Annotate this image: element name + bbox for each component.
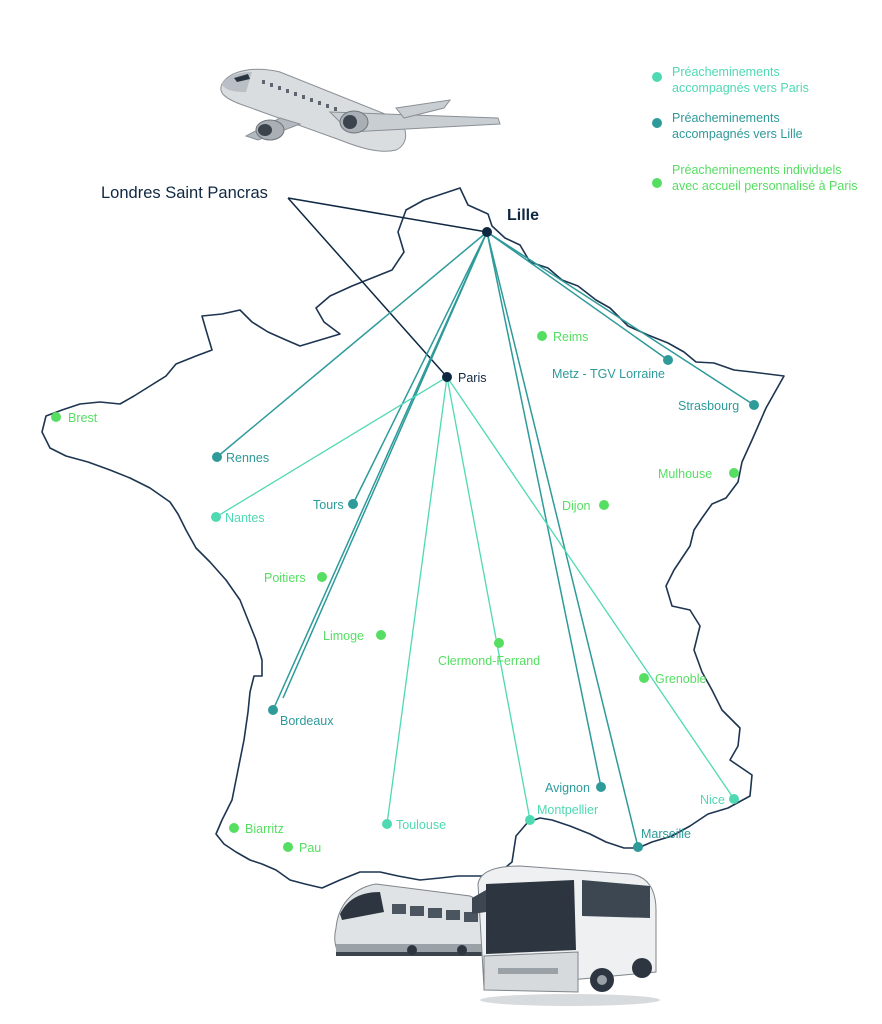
london-routes	[287, 197, 488, 378]
legend-dot-lille	[652, 118, 662, 128]
airplane-icon	[220, 68, 501, 152]
lille-routes	[216, 231, 755, 848]
toulouse-label: Toulouse	[396, 818, 446, 832]
legend-text-individual: Préacheminements individuels avec accuei…	[672, 163, 858, 193]
tours-label: Tours	[313, 498, 344, 512]
route-lille-metz	[486, 231, 669, 361]
montpellier-dot	[525, 815, 535, 825]
reims-label: Reims	[553, 330, 588, 344]
city-dots	[51, 331, 759, 852]
legend-dot-individual	[652, 178, 662, 188]
lille-label: Lille	[507, 207, 539, 224]
reims-dot	[537, 331, 547, 341]
toulouse-dot	[382, 819, 392, 829]
strasbourg-dot	[749, 400, 759, 410]
tours-dot	[348, 499, 358, 509]
poitiers-label: Poitiers	[264, 571, 306, 585]
route-paris-nice	[446, 376, 735, 800]
legend-text-paris: Préacheminements accompagnés vers Paris	[672, 65, 809, 95]
limoge-dot	[376, 630, 386, 640]
brest-dot	[51, 412, 61, 422]
route-london-paris	[287, 197, 448, 378]
dijon-dot	[599, 500, 609, 510]
poitiers-dot	[317, 572, 327, 582]
legend-item-paris: Préacheminements accompagnés vers Paris	[650, 64, 860, 96]
bordeaux-label: Bordeaux	[280, 714, 334, 728]
route-paris-toulouse	[386, 376, 448, 825]
pau-label: Pau	[299, 841, 321, 855]
paris-routes	[215, 376, 735, 825]
route-lille-marseille	[486, 231, 639, 848]
grenoble-dot	[639, 673, 649, 683]
strasbourg-label: Strasbourg	[678, 399, 739, 413]
train-icon	[334, 883, 501, 956]
rennes-label: Rennes	[226, 451, 269, 465]
bordeaux-dot	[268, 705, 278, 715]
legend-dot-paris	[652, 72, 662, 82]
route-paris-montpellier	[446, 376, 531, 821]
paris-dot	[442, 372, 452, 382]
marseille-dot	[633, 842, 643, 852]
nice-dot	[729, 794, 739, 804]
paris-label: Paris	[458, 371, 486, 385]
france-outline	[41, 187, 785, 889]
route-paris-nantes	[215, 376, 448, 518]
rennes-dot	[212, 452, 222, 462]
legend-item-individual: Préacheminements individuels avec accuei…	[650, 162, 860, 194]
avignon-dot	[596, 782, 606, 792]
london-label: Londres Saint Pancras	[101, 184, 268, 202]
biarritz-label: Biarritz	[245, 822, 284, 836]
metz-label: Metz - TGV Lorraine	[552, 367, 665, 381]
route-lille-bordeaux-2	[282, 231, 488, 699]
metz-dot	[663, 355, 673, 365]
route-lille-strasbourg	[486, 231, 755, 406]
legend-text-lille: Préacheminements accompagnés vers Lille	[672, 111, 803, 141]
mulhouse-dot	[729, 468, 739, 478]
pau-dot	[283, 842, 293, 852]
brest-label: Brest	[68, 411, 98, 425]
nice-label: Nice	[700, 793, 725, 807]
nantes-label: Nantes	[225, 511, 265, 525]
route-lille-rennes	[216, 231, 488, 458]
grenoble-label: Grenoble	[655, 672, 706, 686]
limoge-label: Limoge	[323, 629, 364, 643]
legend-item-lille: Préacheminements accompagnés vers Lille	[650, 110, 860, 142]
biarritz-dot	[229, 823, 239, 833]
route-lille-avignon	[486, 231, 602, 788]
marseille-label: Marseille	[641, 827, 691, 841]
mulhouse-label: Mulhouse	[658, 467, 712, 481]
montpellier-label: Montpellier	[537, 803, 598, 817]
route-lille-tours	[352, 231, 488, 505]
bus-icon	[472, 865, 660, 1006]
legend: Préacheminements accompagnés vers Paris …	[650, 64, 860, 194]
dijon-label: Dijon	[562, 499, 591, 513]
clermont-dot	[494, 638, 504, 648]
nantes-dot	[211, 512, 221, 522]
clermont-label: Clermond-Ferrand	[438, 654, 540, 668]
route-london-lille	[287, 197, 488, 233]
avignon-label: Avignon	[545, 781, 590, 795]
lille-dot	[482, 227, 492, 237]
